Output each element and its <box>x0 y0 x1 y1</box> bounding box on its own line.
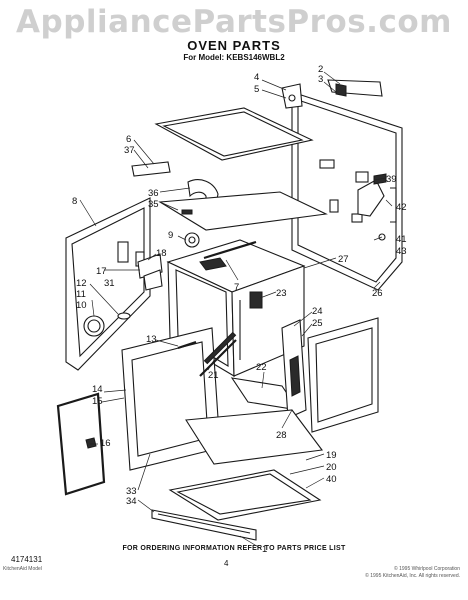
callout-13: 13 <box>146 334 157 345</box>
callout-11: 11 <box>76 289 86 300</box>
copyright-line-1: © 1995 Whirlpool Corporation <box>394 566 460 572</box>
ordering-note: FOR ORDERING INFORMATION REFER TO PARTS … <box>122 545 346 552</box>
callout-6: 6 <box>126 134 131 145</box>
callout-24: 24 <box>312 306 323 317</box>
callout-34: 34 <box>126 496 137 507</box>
page-number: 4 <box>224 559 229 568</box>
callout-4: 4 <box>254 72 259 83</box>
callout-20: 20 <box>326 462 337 473</box>
copyright-line-2: © 1995 KitchenAid, Inc. All rights reser… <box>365 573 460 579</box>
callout-14: 14 <box>92 384 103 395</box>
oven-light <box>83 312 131 337</box>
callout-33: 33 <box>126 486 137 497</box>
top-cover <box>154 107 314 161</box>
door-hinges <box>281 319 307 419</box>
top-bracket <box>327 79 383 97</box>
thermostat-knob <box>184 232 200 248</box>
watermark: AppliancePartsPros.com <box>16 4 452 40</box>
door-panel <box>307 317 379 433</box>
hinge-bracket <box>281 83 303 109</box>
callout-15: 15 <box>92 396 103 407</box>
callout-2: 2 <box>318 64 323 75</box>
callout-39: 39 <box>386 174 397 185</box>
callout-10: 10 <box>76 300 87 311</box>
callout-22: 22 <box>256 362 267 373</box>
element-rail <box>203 240 257 260</box>
callout-42: 42 <box>396 202 407 213</box>
callout-37: 37 <box>124 145 135 156</box>
callout-27: 27 <box>338 254 349 265</box>
bake-element <box>177 331 237 377</box>
callout-36: 36 <box>148 188 159 199</box>
back-panel <box>291 91 403 291</box>
leader-lines <box>79 71 393 549</box>
callout-9: 9 <box>168 230 173 241</box>
callout-8: 8 <box>72 196 77 207</box>
latch-assembly <box>373 173 397 223</box>
callout-41: 41 <box>396 234 407 245</box>
cover-clip <box>131 161 171 177</box>
callout-16: 16 <box>100 438 111 449</box>
vent-duct <box>158 179 328 231</box>
callout-26: 26 <box>372 288 383 299</box>
callout-25: 25 <box>312 318 323 329</box>
bottom-trim <box>151 509 257 541</box>
callout-28: 28 <box>276 430 287 441</box>
callout-12: 12 <box>76 278 87 289</box>
callout-21: 21 <box>208 370 219 381</box>
callout-1: 1 <box>262 544 267 555</box>
callout-5: 5 <box>254 84 259 95</box>
callout-43: 43 <box>396 246 407 257</box>
clip <box>85 437 97 449</box>
callout-labels: 2 3 4 5 6 37 36 35 8 9 7 39 42 41 43 27 … <box>72 64 407 555</box>
door-gasket <box>56 392 106 496</box>
model-subtitle: For Model: KEBS146WBL2 <box>183 53 285 62</box>
callout-23: 23 <box>276 288 287 299</box>
callout-40: 40 <box>326 474 337 485</box>
callout-18: 18 <box>156 248 167 259</box>
document-code: 4174131 <box>11 555 43 564</box>
callout-7: 7 <box>234 282 239 293</box>
insulation-panels <box>168 409 324 521</box>
callout-3: 3 <box>318 74 323 85</box>
model-footnote: KitchenAid Model <box>3 566 42 572</box>
callout-31: 31 <box>104 278 115 289</box>
callout-17: 17 <box>96 266 107 277</box>
copyright: © 1995 Whirlpool Corporation © 1995 Kitc… <box>365 566 460 580</box>
page-title: OVEN PARTS <box>187 38 281 53</box>
callout-19: 19 <box>326 450 337 461</box>
callout-35: 35 <box>148 199 159 210</box>
